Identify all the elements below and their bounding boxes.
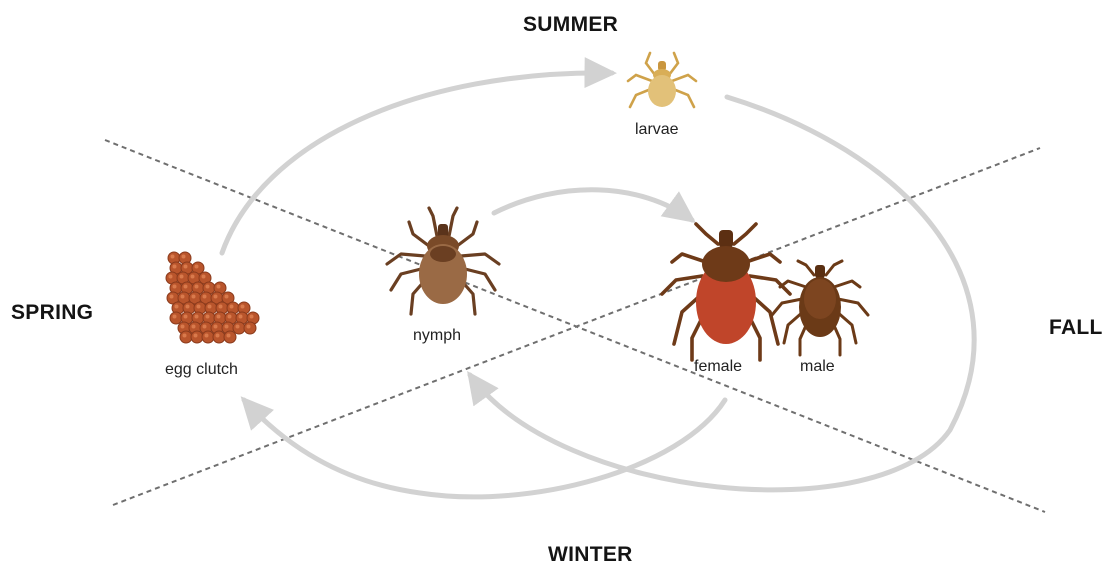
egg-highlight bbox=[217, 285, 221, 289]
egg-highlight bbox=[227, 334, 231, 338]
egg-highlight bbox=[206, 315, 210, 319]
egg-highlight bbox=[197, 305, 201, 309]
stage-label-female: female bbox=[694, 358, 742, 376]
egg-highlight bbox=[183, 334, 187, 338]
egg-highlight bbox=[195, 315, 199, 319]
egg-highlight bbox=[195, 285, 199, 289]
egg-highlight bbox=[203, 325, 207, 329]
egg-highlight bbox=[208, 305, 212, 309]
egg-highlight bbox=[173, 315, 177, 319]
egg-highlight bbox=[186, 305, 190, 309]
egg-highlight bbox=[217, 315, 221, 319]
season-label-winter: WINTER bbox=[548, 543, 633, 567]
egg-highlight bbox=[184, 265, 188, 269]
egg-highlight bbox=[225, 325, 229, 329]
egg-highlight bbox=[192, 325, 196, 329]
arrow-nymph-to-adult bbox=[494, 190, 692, 220]
egg bbox=[170, 312, 182, 324]
nymph-icon bbox=[387, 208, 499, 314]
egg-highlight bbox=[184, 285, 188, 289]
egg-highlight bbox=[219, 305, 223, 309]
egg-highlight bbox=[171, 255, 175, 259]
egg bbox=[224, 331, 236, 343]
stage-label-nymph: nymph bbox=[413, 327, 461, 345]
egg-highlight bbox=[192, 295, 196, 299]
egg-highlight bbox=[173, 285, 177, 289]
egg bbox=[191, 331, 203, 343]
egg-highlight bbox=[236, 325, 240, 329]
season-label-summer: SUMMER bbox=[523, 13, 618, 37]
egg-highlight bbox=[194, 334, 198, 338]
egg-highlight bbox=[175, 305, 179, 309]
male-tick-icon bbox=[772, 261, 868, 355]
egg-highlight bbox=[170, 295, 174, 299]
cycle-arrows bbox=[222, 73, 974, 497]
egg-highlight bbox=[184, 315, 188, 319]
egg-highlight bbox=[173, 265, 177, 269]
egg-highlight bbox=[216, 334, 220, 338]
arrow-egg-to-larvae bbox=[222, 73, 612, 253]
egg-highlight bbox=[214, 325, 218, 329]
egg-highlight bbox=[230, 305, 234, 309]
egg-highlight bbox=[247, 325, 251, 329]
stage-label-male: male bbox=[800, 358, 835, 376]
egg-highlight bbox=[239, 315, 243, 319]
egg-highlight bbox=[225, 295, 229, 299]
egg-highlight bbox=[195, 265, 199, 269]
egg-highlight bbox=[205, 334, 209, 338]
egg-highlight bbox=[181, 295, 185, 299]
egg bbox=[213, 331, 225, 343]
egg-highlight bbox=[206, 285, 210, 289]
egg-highlight bbox=[241, 305, 245, 309]
egg bbox=[180, 331, 192, 343]
stage-label-egg-clutch: egg clutch bbox=[165, 361, 238, 379]
egg-highlight bbox=[228, 315, 232, 319]
egg-clutch-icon bbox=[166, 252, 259, 343]
stage-label-larvae: larvae bbox=[635, 121, 679, 139]
season-label-fall: FALL bbox=[1049, 316, 1103, 340]
egg-highlight bbox=[214, 295, 218, 299]
egg bbox=[202, 331, 214, 343]
egg bbox=[233, 322, 245, 334]
egg-highlight bbox=[180, 275, 184, 279]
larvae-icon bbox=[628, 53, 696, 107]
egg-highlight bbox=[181, 325, 185, 329]
egg-highlight bbox=[203, 295, 207, 299]
female-tick-icon bbox=[662, 224, 790, 360]
egg-highlight bbox=[191, 275, 195, 279]
egg-highlight bbox=[202, 275, 206, 279]
season-label-spring: SPRING bbox=[11, 301, 93, 325]
egg-highlight bbox=[182, 255, 186, 259]
egg-highlight bbox=[169, 275, 173, 279]
egg-highlight bbox=[250, 315, 254, 319]
arrow-female-to-egg bbox=[244, 400, 725, 497]
egg bbox=[244, 322, 256, 334]
